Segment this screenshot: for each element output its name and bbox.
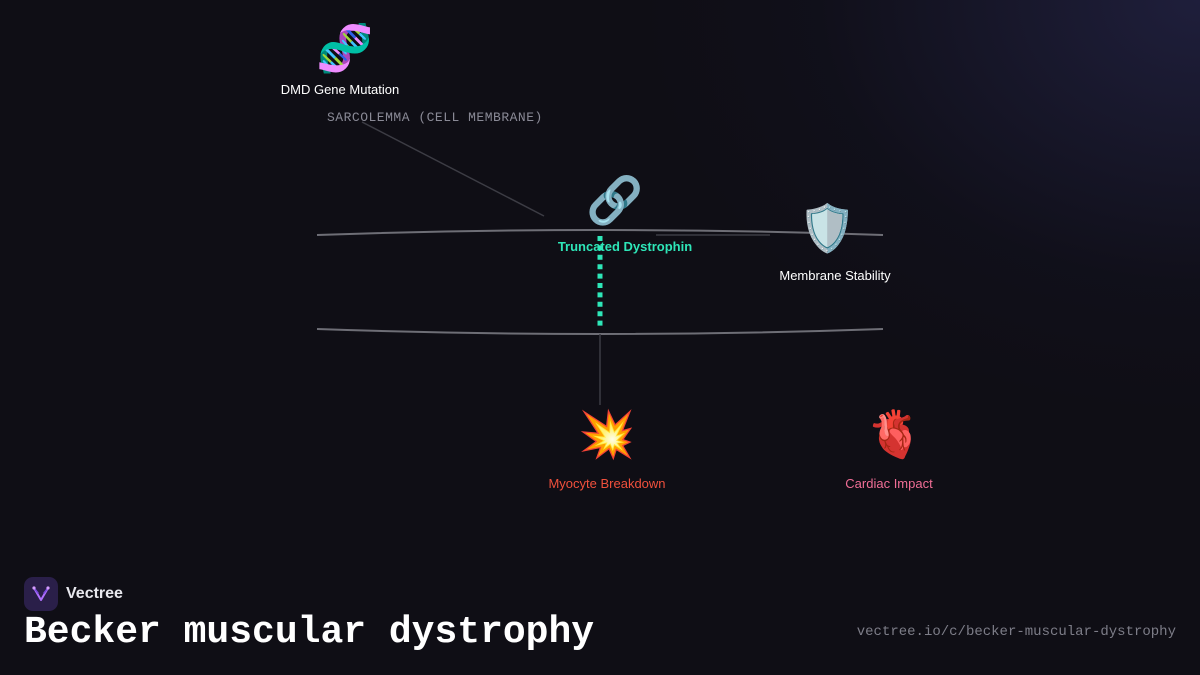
node-label-gene: DMD Gene Mutation <box>280 82 400 97</box>
node-truncated-dystrophin[interactable]: 🔗 Truncated Dystrophin <box>545 172 705 255</box>
node-cardiac-impact[interactable]: 🫀 Cardiac Impact <box>824 406 954 492</box>
explosion-icon: 💥 <box>578 407 636 461</box>
brand-name: Vectree <box>66 585 123 602</box>
node-label-dystrophin: Truncated Dystrophin <box>557 239 693 254</box>
page-url[interactable]: vectree.io/c/becker-muscular-dystrophy <box>856 624 1176 640</box>
sarcolemma-label: SARCOLEMMA (CELL MEMBRANE) <box>327 110 543 125</box>
node-label-cardiac: Cardiac Impact <box>845 476 933 491</box>
node-label-stability: Membrane Stability <box>779 268 891 283</box>
membrane-upper-line <box>316 229 884 236</box>
connector-gene-dystrophin <box>361 121 545 217</box>
node-membrane-stability[interactable]: 🛡️ Membrane Stability <box>765 200 905 284</box>
membrane-lower-line <box>316 328 884 335</box>
chain-link-icon: 🔗 <box>586 173 644 227</box>
node-dmd-gene-mutation[interactable]: 🧬 DMD Gene Mutation <box>270 20 410 98</box>
brand[interactable]: Vectree <box>24 577 123 611</box>
shield-icon: 🛡️ <box>798 201 857 255</box>
vectree-logo-icon <box>24 577 58 611</box>
node-label-breakdown: Myocyte Breakdown <box>548 476 666 491</box>
anatomical-heart-icon: 🫀 <box>866 407 924 461</box>
dna-icon: 🧬 <box>316 21 374 75</box>
node-myocyte-breakdown[interactable]: 💥 Myocyte Breakdown <box>537 406 677 492</box>
page-title: Becker muscular dystrophy <box>24 611 595 654</box>
